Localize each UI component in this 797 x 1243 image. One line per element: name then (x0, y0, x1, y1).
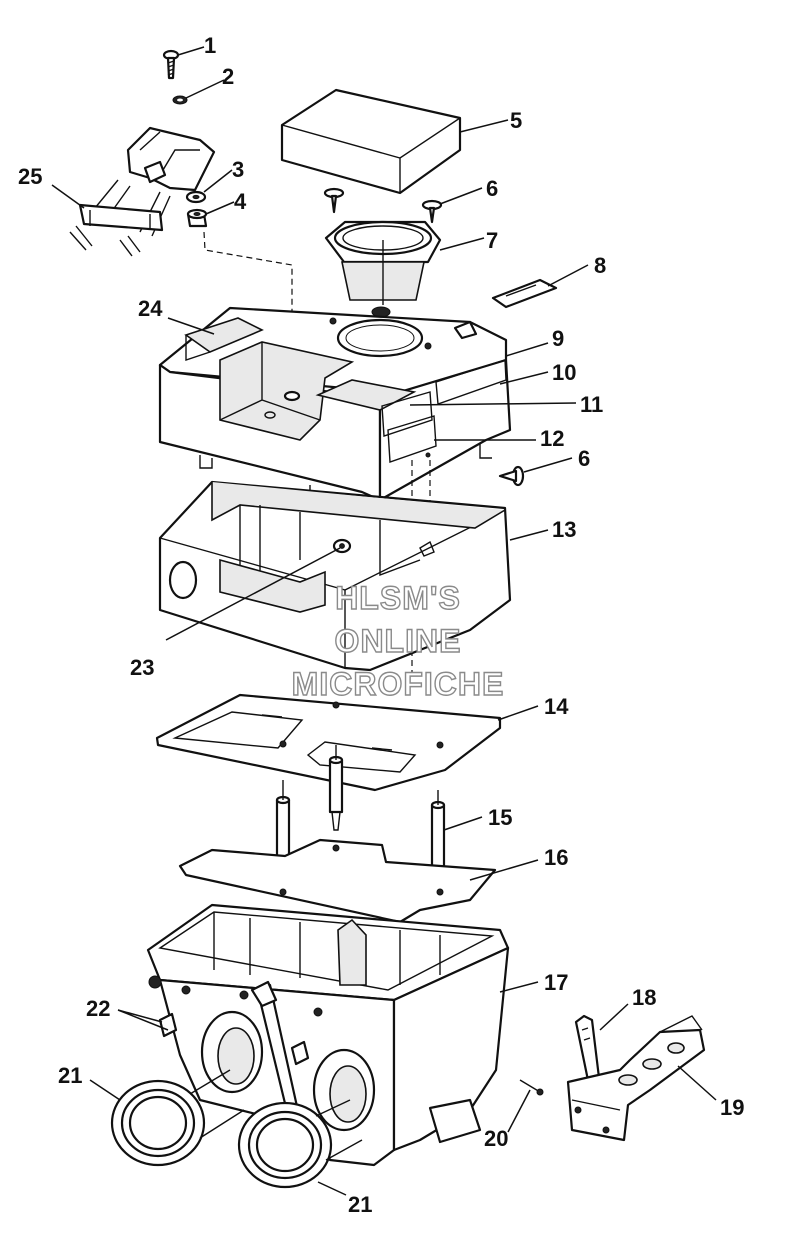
callout-13: 13 (552, 517, 576, 542)
part-lock-washer (172, 95, 188, 105)
part-push-pin-left (323, 187, 345, 214)
watermark-line-1: HLSM'S (335, 580, 461, 616)
callout-2: 2 (222, 64, 234, 89)
watermark-line-2: ONLINE (335, 623, 462, 659)
part-decal-11 (381, 391, 433, 437)
watermark-line-3: MICROFICHE (292, 666, 505, 702)
callout-labels: 1 2 3 4 5 6 7 8 9 10 11 12 6 13 14 15 16… (18, 33, 744, 1217)
part-push-pin-side (425, 452, 525, 487)
part-screw (162, 49, 180, 80)
part-intake-boot-right (237, 1099, 363, 1189)
callout-3: 3 (232, 157, 244, 182)
part-support-bracket (566, 1015, 706, 1142)
callout-11: 11 (580, 392, 603, 417)
leader-lines (51, 46, 717, 1196)
part-small-plate (491, 278, 558, 309)
part-lower-airbox (146, 903, 510, 1167)
part-decal-12 (387, 415, 437, 463)
callout-16: 16 (544, 845, 568, 870)
callout-21-left: 21 (58, 1063, 82, 1088)
part-push-pin-right (421, 199, 443, 224)
part-gasket (155, 693, 502, 792)
callout-20: 20 (484, 1126, 508, 1151)
part-mid-housing (158, 480, 512, 672)
part-standoff-center (328, 745, 344, 831)
callout-10: 10 (552, 360, 576, 385)
callout-25: 25 (18, 164, 42, 189)
callout-18: 18 (632, 985, 656, 1010)
part-flat-washer (185, 190, 207, 204)
part-intake-boot-left (110, 1069, 245, 1167)
part-foam-filter (280, 88, 462, 195)
callout-6-side: 6 (578, 446, 590, 471)
part-airbox-cover (158, 306, 512, 502)
callout-21-right: 21 (348, 1192, 372, 1217)
callout-17: 17 (544, 970, 568, 995)
part-breather-fittings (158, 1012, 310, 1066)
callout-12: 12 (540, 426, 564, 451)
part-grommet (186, 208, 208, 228)
part-backing-plate (178, 838, 497, 924)
callout-6-top: 6 (486, 176, 498, 201)
watermark: HLSM'S ONLINE MICROFICHE (291, 579, 505, 702)
callout-19: 19 (720, 1095, 744, 1120)
callout-4: 4 (234, 189, 247, 214)
callout-1: 1 (204, 33, 216, 58)
callout-8: 8 (594, 253, 606, 278)
part-decal-10 (435, 359, 507, 405)
part-mount-bracket (69, 126, 216, 257)
callout-7: 7 (486, 228, 498, 253)
callout-15: 15 (488, 805, 512, 830)
callout-22: 22 (86, 996, 110, 1021)
callout-5: 5 (510, 108, 522, 133)
callout-23: 23 (130, 655, 154, 680)
callout-14: 14 (544, 694, 569, 719)
callout-24: 24 (138, 296, 163, 321)
part-small-screw (519, 1079, 544, 1096)
callout-9: 9 (552, 326, 564, 351)
part-filter-adapter (324, 220, 442, 318)
